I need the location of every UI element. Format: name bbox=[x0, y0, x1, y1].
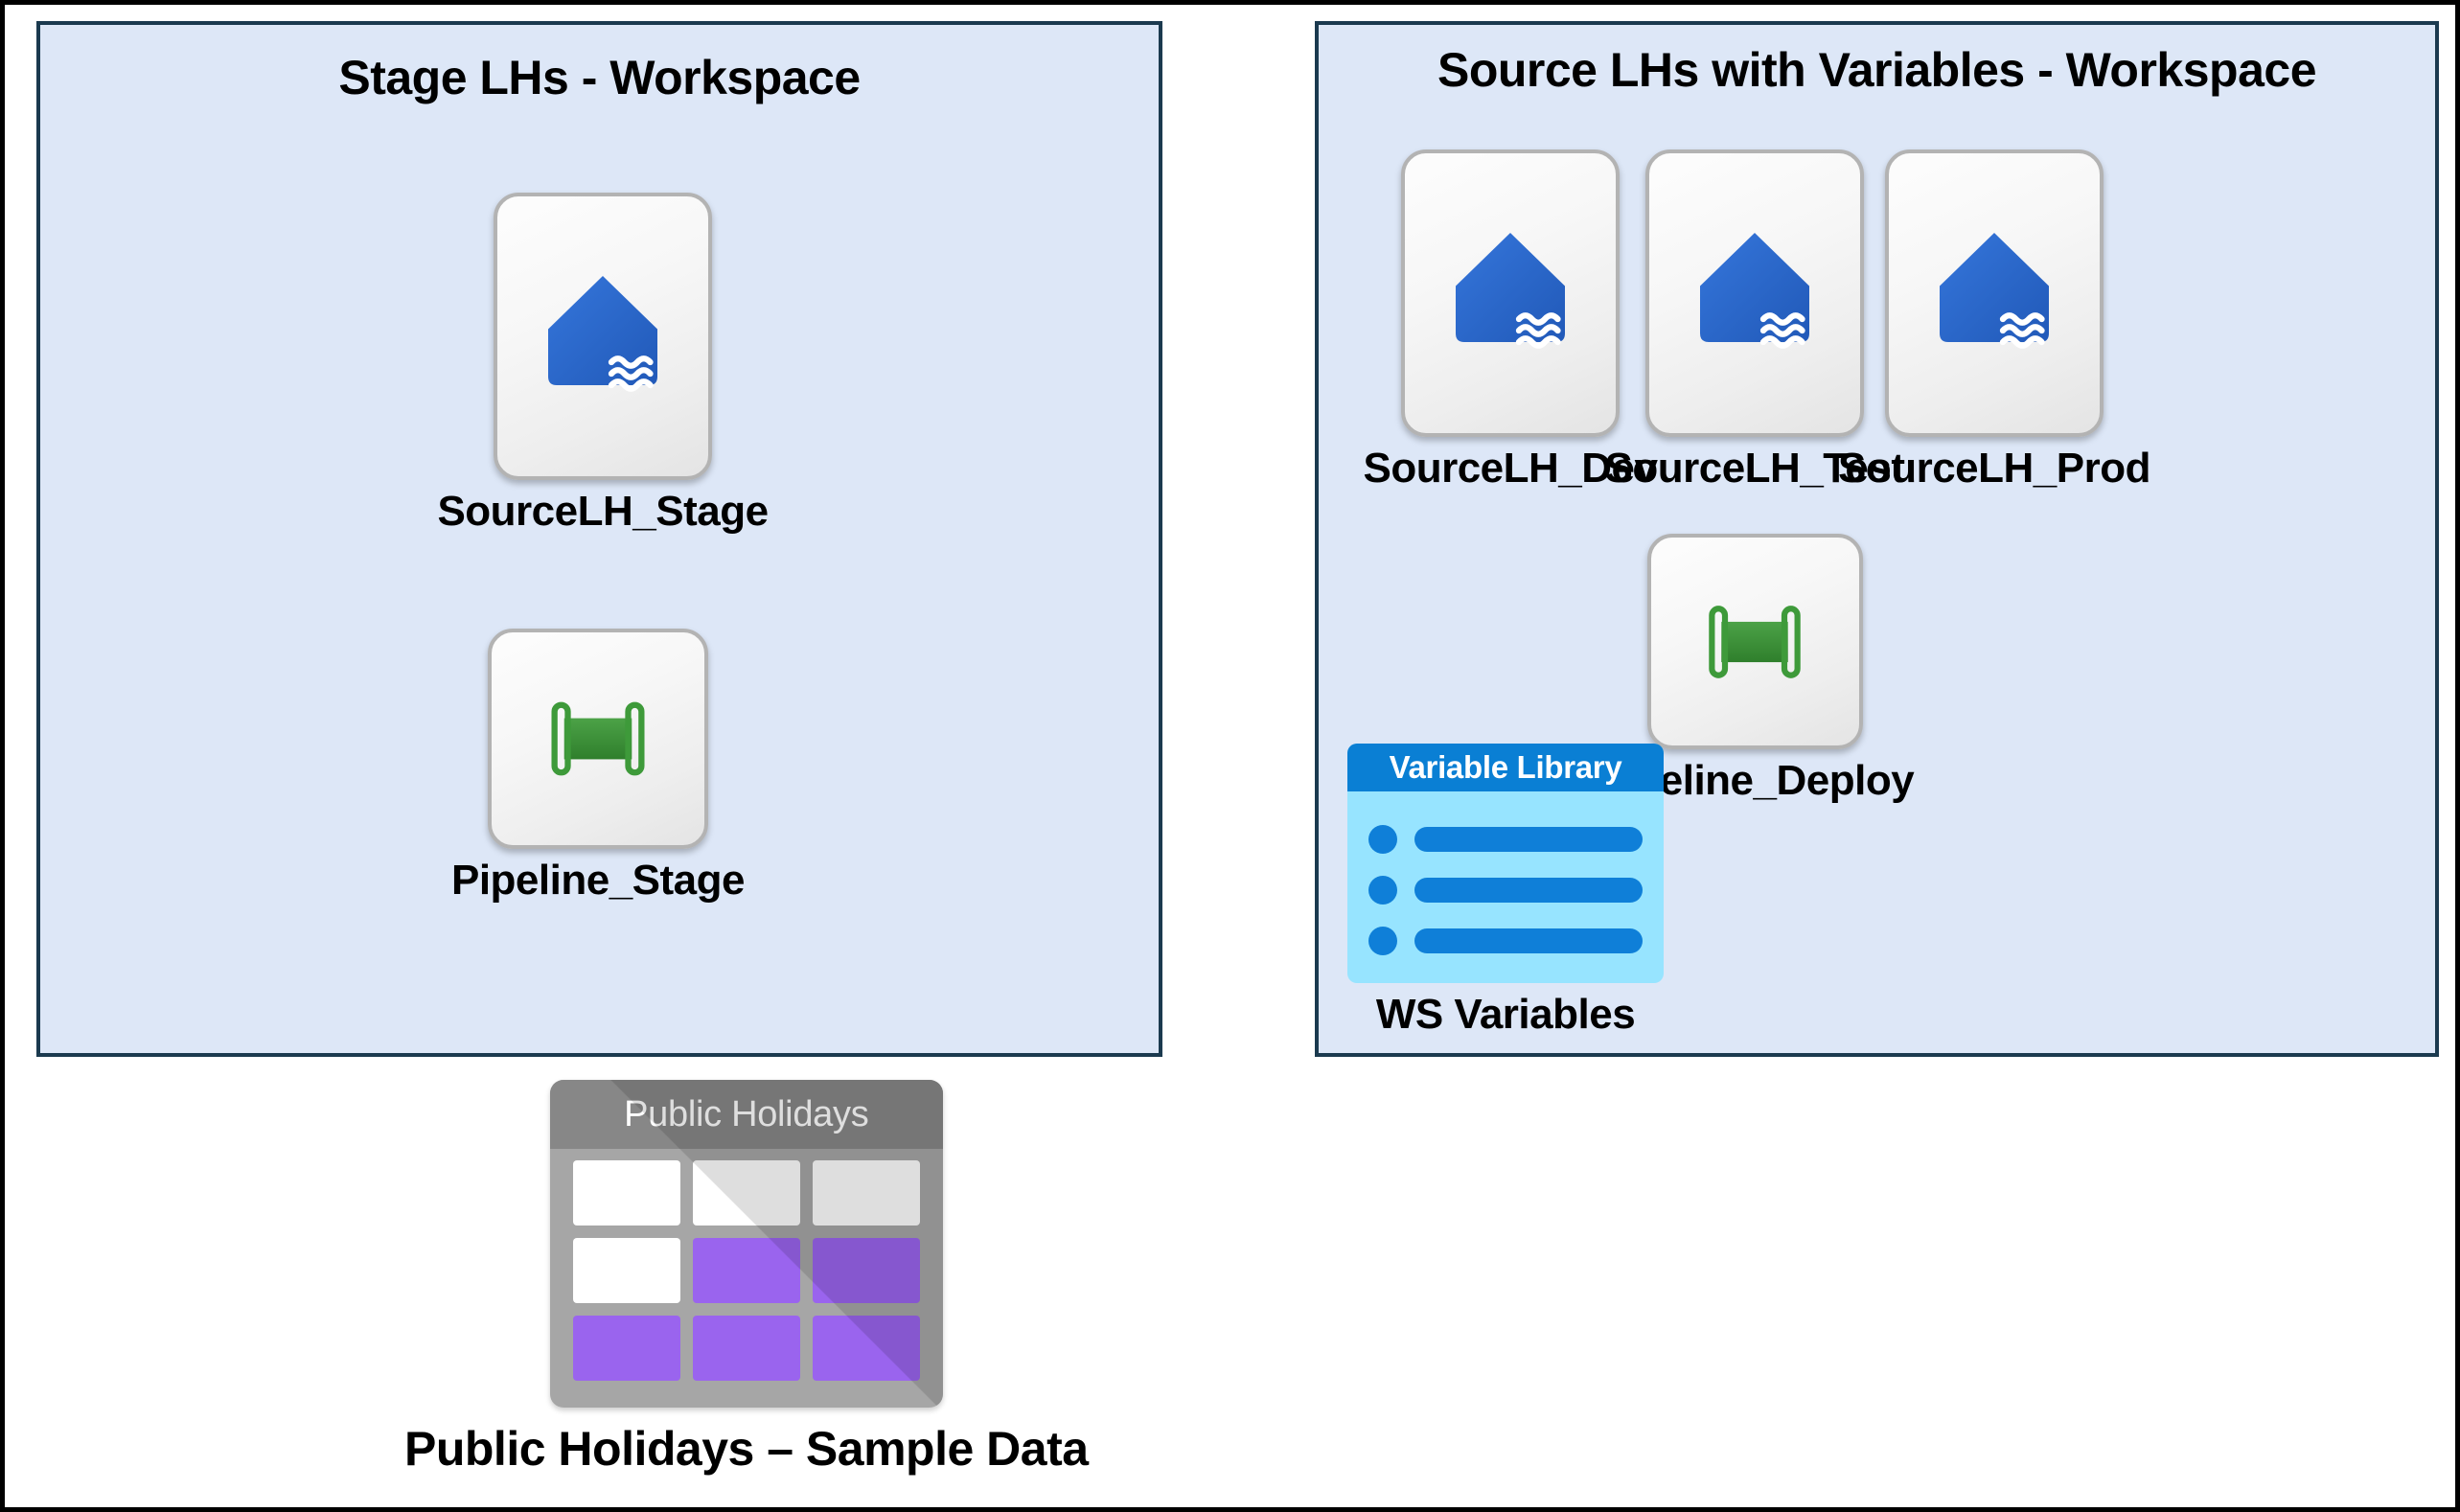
bullet-icon bbox=[1368, 825, 1397, 855]
variable-row bbox=[1368, 825, 1643, 855]
item-label: Pipeline_Stage bbox=[450, 857, 746, 904]
variable-library-icon[interactable]: Variable Library bbox=[1347, 744, 1664, 983]
bullet-icon bbox=[1368, 875, 1397, 905]
variable-library-rows bbox=[1347, 791, 1664, 983]
lakehouse-tile[interactable] bbox=[1645, 149, 1864, 437]
item-label: WS Variables bbox=[1375, 991, 1636, 1038]
variable-row bbox=[1368, 875, 1643, 905]
bullet-icon bbox=[1368, 926, 1397, 955]
pipeline-icon bbox=[551, 701, 645, 776]
table-cell bbox=[572, 1316, 680, 1381]
item-ws-variables[interactable]: Variable Library WS Varia bbox=[1340, 744, 1671, 1039]
table-cell bbox=[692, 1316, 800, 1381]
item-pipeline-stage[interactable]: Pipeline_Stage bbox=[397, 629, 799, 905]
table-cell bbox=[572, 1160, 680, 1226]
lakehouse-icon bbox=[548, 276, 657, 392]
lakehouse-tile[interactable] bbox=[1401, 149, 1620, 437]
item-sourcelh-prod[interactable]: SourceLH_Prod bbox=[1831, 149, 2157, 493]
variable-bar bbox=[1414, 928, 1643, 953]
item-sourcelh-test[interactable]: SourceLH_Test bbox=[1592, 149, 1918, 493]
table-cell bbox=[812, 1238, 920, 1303]
item-sourcelh-dev[interactable]: SourceLH_Dev bbox=[1347, 149, 1673, 493]
item-sourcelh-stage[interactable]: SourceLH_Stage bbox=[402, 193, 804, 536]
workspace-panel-stage: Stage LHs - Workspace bbox=[36, 21, 1162, 1057]
panel-title-stage: Stage LHs - Workspace bbox=[338, 51, 861, 104]
pipeline-tile[interactable] bbox=[488, 629, 708, 849]
variable-row bbox=[1368, 926, 1643, 955]
variable-library-title: Variable Library bbox=[1347, 744, 1664, 791]
lakehouse-icon bbox=[1700, 233, 1809, 349]
lakehouse-tile[interactable] bbox=[494, 193, 712, 480]
variable-bar bbox=[1414, 827, 1643, 853]
variable-bar bbox=[1414, 877, 1643, 903]
item-label: SourceLH_Test bbox=[1604, 445, 1906, 492]
workspace-panel-source: Source LHs with Variables - Workspace So… bbox=[1315, 21, 2439, 1057]
table-grid bbox=[550, 1155, 943, 1398]
table-cell bbox=[692, 1238, 800, 1303]
lakehouse-icon bbox=[1940, 233, 2049, 349]
lakehouse-icon bbox=[1456, 233, 1565, 349]
panel-title-source: Source LHs with Variables - Workspace bbox=[1437, 43, 2317, 97]
item-pipeline-deploy[interactable]: Pipeline_Deploy bbox=[1596, 534, 1915, 805]
item-label: SourceLH_Stage bbox=[437, 488, 769, 535]
table-cell bbox=[572, 1238, 680, 1303]
pipeline-icon bbox=[1709, 605, 1801, 678]
item-public-holidays[interactable]: Public Holidays Public Holidays – Sample… bbox=[404, 1080, 1089, 1477]
lakehouse-tile[interactable] bbox=[1885, 149, 2104, 437]
table-cell bbox=[812, 1316, 920, 1381]
item-label: SourceLH_Prod bbox=[1837, 445, 2151, 492]
table-cell bbox=[692, 1160, 800, 1226]
table-icon[interactable]: Public Holidays bbox=[549, 1080, 943, 1408]
table-title: Public Holidays bbox=[549, 1080, 943, 1149]
item-label: SourceLH_Dev bbox=[1363, 445, 1658, 492]
pipeline-tile[interactable] bbox=[1646, 534, 1863, 749]
table-cell bbox=[812, 1160, 920, 1226]
item-label: Public Holidays – Sample Data bbox=[404, 1422, 1089, 1476]
